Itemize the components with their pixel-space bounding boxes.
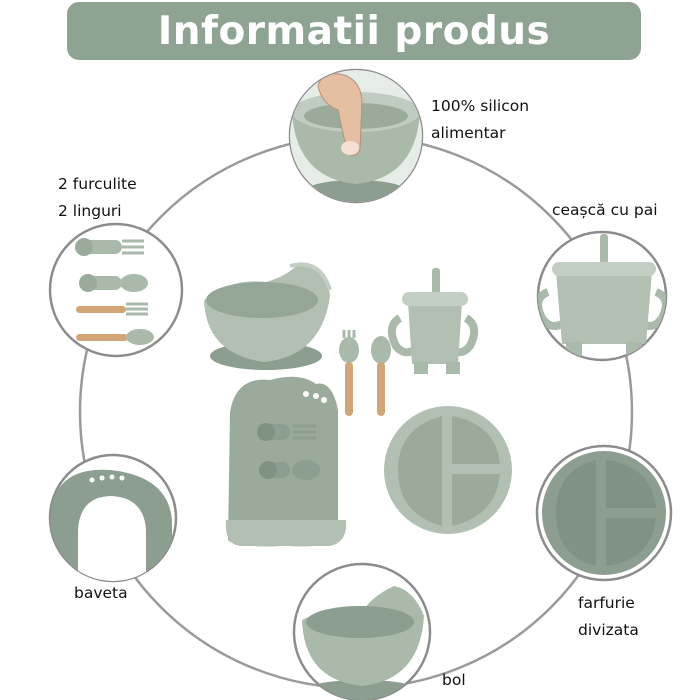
plate-label-line2: divizata [578,621,639,639]
central-cup [387,268,479,374]
bib-label-text: baveta [74,584,128,602]
plate-label: farfurie divizata [578,590,639,644]
central-bib [225,376,347,547]
bowl-feature-circle [292,562,432,700]
central-cutlery [339,330,391,416]
plate-feature-circle [535,444,673,582]
bowl-label-text: bol [442,671,466,689]
cup-label-text: ceașcă cu pai [552,201,658,219]
bowl-label: bol [442,667,466,694]
cutlery-label-line2: 2 linguri [58,202,122,220]
bib-label: baveta [74,580,128,607]
silicone-feature-circle [288,68,424,204]
cutlery-label: 2 furculite 2 linguri [58,171,137,225]
silicone-label: 100% silicon alimentar [431,93,529,147]
cutlery-label-line1: 2 furculite [58,175,137,193]
page-title: Informatii produs [157,8,551,54]
central-plate [384,406,512,534]
silicone-label-line1: 100% silicon [431,97,530,115]
silicone-label-line2: alimentar [431,124,506,142]
header-banner: Informatii produs [67,2,641,60]
plate-label-line1: farfurie [578,594,635,612]
bib-feature-circle [48,453,178,583]
cup-label: ceașcă cu pai [552,197,658,224]
cutlery-feature-circle [48,222,184,358]
central-bowl [204,262,332,370]
cup-feature-circle [536,230,668,362]
